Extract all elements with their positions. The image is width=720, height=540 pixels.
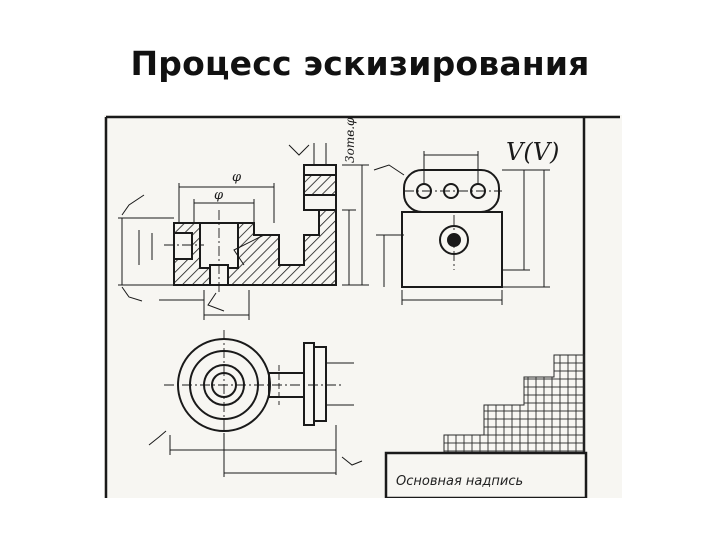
front-view-section <box>164 164 337 295</box>
side-view <box>401 169 503 288</box>
roughness-symbol: V(V) <box>506 138 559 166</box>
dim-phi-label-1: φ <box>232 170 242 185</box>
title-block-label: Основная надпись <box>396 474 523 489</box>
side-view-dimensions <box>373 151 550 305</box>
sketch-drawing: φ φ 3отв.φ V(V) <box>104 115 622 498</box>
dim-phi-label-2: φ <box>214 188 224 203</box>
dim-holes-label: 3отв.φ <box>343 117 357 163</box>
slide-title: Процесс эскизирования <box>130 44 590 83</box>
front-view-dimensions <box>118 143 369 320</box>
top-view-dimensions <box>148 362 363 477</box>
top-view <box>164 330 344 440</box>
title-block <box>384 451 588 498</box>
